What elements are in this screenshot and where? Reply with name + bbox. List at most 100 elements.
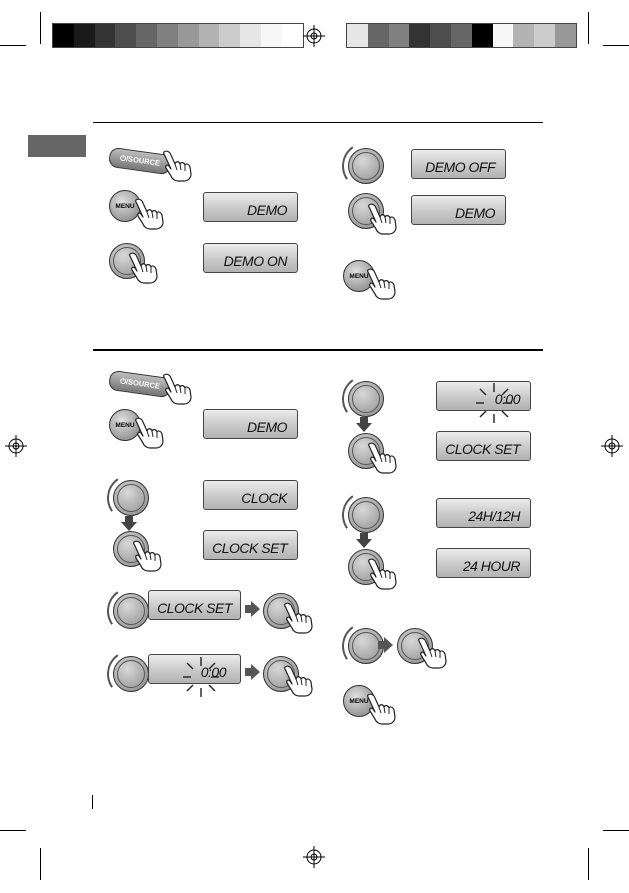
hand-press-icon: [283, 602, 313, 634]
hand-press-icon: [366, 693, 396, 725]
hand-press-icon: [134, 198, 164, 230]
menu-button[interactable]: MENU: [109, 190, 141, 222]
lcd-display: 24 HOUR: [436, 548, 531, 578]
lcd-display: DEMO OFF: [411, 149, 506, 179]
calibration-swatch: [73, 24, 95, 47]
calibration-swatch: [367, 24, 389, 47]
lcd-text: CLOCK SET: [212, 540, 287, 556]
calibration-swatch: [198, 24, 220, 47]
lcd-display: DEMO: [411, 195, 506, 225]
calibration-swatch: [388, 24, 410, 47]
arrow-down-icon: [356, 533, 372, 548]
page-margin-line: [92, 795, 93, 809]
calibration-swatch: [409, 24, 431, 47]
menu-button-label: MENU: [115, 421, 135, 429]
knob-icon[interactable]: [348, 148, 384, 184]
lcd-text: 0:00: [200, 664, 227, 680]
blink-burst-icon: [183, 657, 219, 697]
calibration-swatch: [430, 24, 451, 47]
registration-mark-icon: [303, 846, 325, 868]
knob-icon[interactable]: [348, 497, 384, 533]
lcd-display: CLOCK: [203, 480, 298, 510]
calibration-swatch: [240, 24, 261, 47]
lcd-display: CLOCK SET: [203, 530, 298, 560]
calibration-swatch: [492, 24, 514, 47]
calibration-swatch: [115, 24, 137, 47]
calibration-swatch: [177, 24, 199, 47]
lcd-text: 24 HOUR: [462, 558, 521, 574]
crop-mark-icon: [588, 12, 589, 44]
registration-mark-icon: [303, 25, 325, 47]
hand-press-icon: [132, 540, 162, 572]
hand-press-icon: [417, 637, 447, 669]
crop-mark-icon: [40, 848, 41, 880]
calibration-swatch: [281, 24, 303, 47]
arrow-right-icon: [245, 601, 260, 617]
lcd-display: DEMO: [203, 192, 298, 222]
calibration-swatch: [471, 24, 493, 47]
registration-mark-icon: [5, 435, 27, 457]
calibration-swatch: [219, 24, 241, 47]
calibration-bar-right: [346, 23, 577, 48]
lcd-text: 24H/12H: [468, 508, 520, 524]
hand-press-icon: [162, 150, 192, 182]
arrow-down-icon: [121, 516, 137, 531]
hand-press-icon: [367, 203, 397, 235]
lcd-text: CLOCK SET: [445, 441, 520, 457]
section-divider-top: [93, 122, 543, 123]
menu-button-label: MENU: [349, 697, 369, 705]
lcd-display-wide: 0:00: [148, 654, 241, 684]
source-button-label: ⏻/SOURCE: [119, 153, 161, 168]
crop-mark-icon: [603, 45, 629, 46]
menu-button-label: MENU: [115, 202, 135, 210]
lcd-display: CLOCK SET: [436, 431, 531, 461]
lcd-text: DEMO: [455, 205, 496, 221]
section-tab: [28, 135, 86, 157]
lcd-text: DEMO OFF: [425, 159, 495, 175]
knob-icon[interactable]: [113, 656, 149, 692]
arrow-right-icon: [245, 664, 260, 680]
lcd-text: CLOCK: [241, 490, 287, 506]
calibration-swatch: [260, 24, 282, 47]
lcd-display: DEMO: [203, 409, 298, 439]
lcd-text: DEMO: [247, 202, 288, 218]
menu-button-label: MENU: [349, 272, 369, 280]
hand-press-icon: [128, 252, 158, 284]
lcd-display: DEMO ON: [203, 243, 298, 273]
lcd-display-wide: CLOCK SET: [148, 590, 241, 620]
lcd-display: 24H/12H: [436, 498, 531, 528]
calibration-swatch: [156, 24, 178, 47]
calibration-swatch: [534, 24, 555, 47]
knob-icon[interactable]: [348, 381, 384, 417]
calibration-swatch: [136, 24, 157, 47]
section-divider-middle: [93, 349, 543, 351]
crop-mark-icon: [603, 830, 629, 831]
hand-press-icon: [162, 373, 192, 405]
knob-icon[interactable]: [113, 480, 149, 516]
lcd-text: DEMO ON: [223, 253, 288, 269]
source-button-label: ⏻/SOURCE: [119, 376, 161, 391]
calibration-bar-left: [52, 23, 304, 48]
calibration-swatch: [513, 24, 535, 47]
hand-press-icon: [366, 268, 396, 300]
crop-mark-icon: [0, 45, 26, 46]
hand-press-icon: [367, 442, 397, 474]
knob-icon[interactable]: [113, 593, 149, 629]
hand-press-icon: [367, 558, 397, 590]
registration-mark-icon: [601, 435, 623, 457]
lcd-text: DEMO: [247, 419, 288, 435]
calibration-swatch: [347, 24, 368, 47]
calibration-swatch: [450, 24, 472, 47]
blink-burst-icon: [476, 383, 512, 423]
arrow-down-icon: [356, 417, 372, 432]
calibration-swatch: [554, 24, 576, 47]
calibration-swatch: [94, 24, 116, 47]
lcd-text: CLOCK SET: [157, 600, 232, 616]
calibration-swatch: [53, 24, 74, 47]
hand-press-icon: [283, 665, 313, 697]
crop-mark-icon: [588, 848, 589, 880]
crop-mark-icon: [40, 12, 41, 44]
lcd-text: 0:00: [494, 391, 521, 407]
lcd-display: 0:00: [436, 381, 531, 411]
hand-press-icon: [134, 417, 164, 449]
